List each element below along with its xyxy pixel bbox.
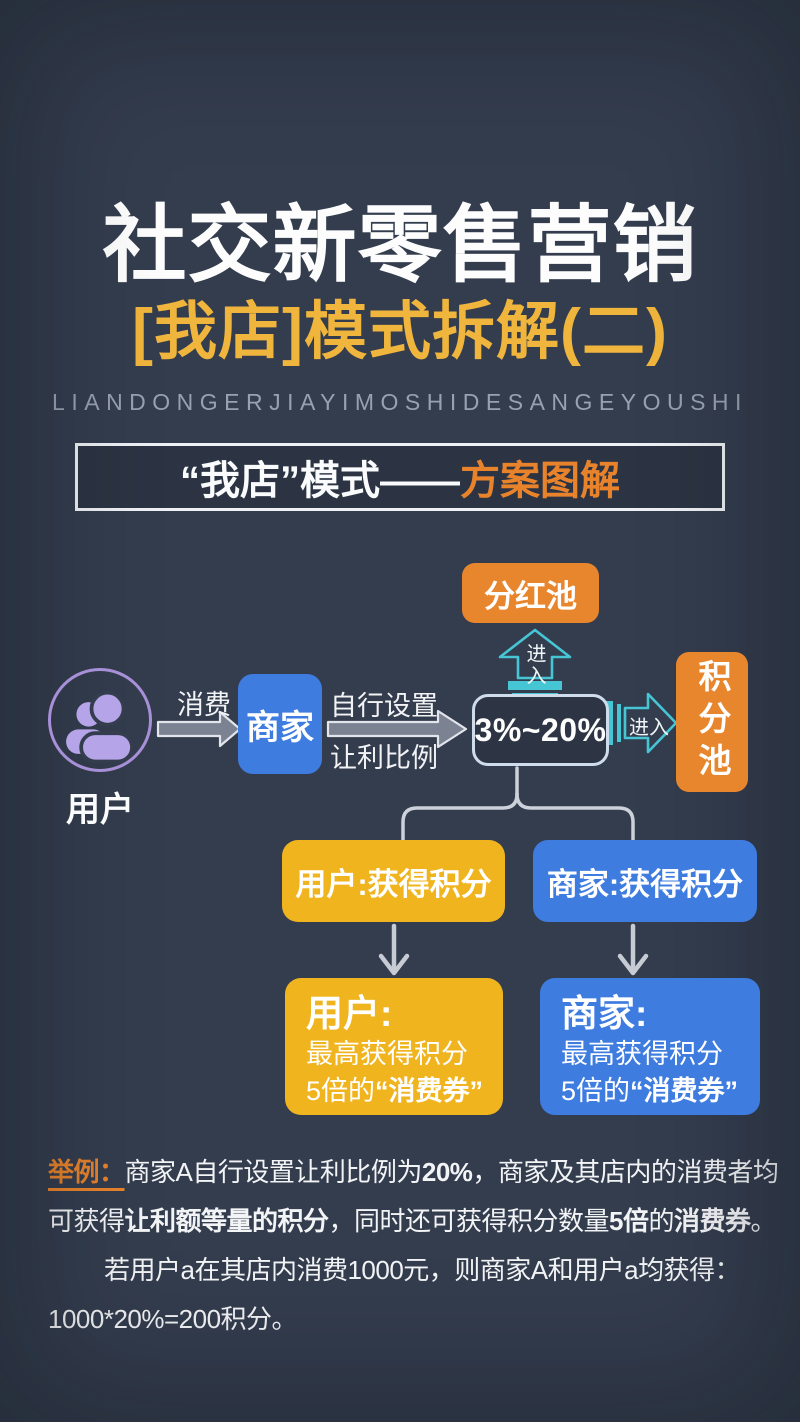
flow-connectors: [156, 628, 678, 976]
pinyin-subtitle: LIANDONGERJIAYIMOSHIDESANGEYOUSHI: [52, 389, 748, 416]
example-paragraph: 举例：商家A自行设置让利比例为20%，商家及其店内的消费者均 可获得让利额等量的…: [48, 1148, 779, 1344]
example-line-2: 可获得让利额等量的积分，同时还可获得积分数量5倍的消费券。: [48, 1206, 777, 1236]
user-points-box: 用户:获得积分: [282, 840, 505, 922]
consume-label: 消费: [177, 690, 231, 720]
merchant-reward-box: 商家: 最高获得积分 5倍的“消费券”: [540, 978, 760, 1115]
user-avatar: [48, 668, 152, 772]
user-reward-box: 用户: 最高获得积分 5倍的“消费券”: [285, 978, 503, 1115]
user-reward-line1: 最高获得积分: [306, 1038, 468, 1069]
merchant-reward-line2: 5倍的“消费券”: [561, 1075, 739, 1106]
percent-range-box: 3%~20%: [472, 694, 609, 766]
example-line-1: 举例：商家A自行设置让利比例为20%，商家及其店内的消费者均: [48, 1157, 779, 1187]
section-header-orange: 方案图解: [460, 459, 620, 503]
dividend-pool-label: 分红池: [484, 578, 577, 614]
example-label: 举例：: [48, 1157, 125, 1187]
merchant-points-box: 商家:获得积分: [533, 840, 757, 922]
example-line-4: 1000*20%=200积分。: [48, 1304, 298, 1334]
user-reward-title: 用户:: [306, 993, 393, 1034]
merchant-reward-line1: 最高获得积分: [561, 1038, 723, 1069]
down-arrow-left-icon: [378, 923, 410, 976]
enter-right-label: 进入: [629, 717, 669, 739]
user-label: 用户: [66, 791, 134, 829]
set-ratio-arrow-icon: [326, 709, 468, 749]
dividend-pool-box: 分红池: [462, 563, 599, 623]
user-points-label: 用户:获得积分: [295, 866, 492, 902]
merchant-label: 商家: [246, 708, 314, 747]
rebate-ratio-label: 让利比例: [330, 743, 438, 773]
down-arrow-right-icon: [617, 923, 649, 976]
points-pool-label: 积分池: [694, 659, 731, 785]
main-title: 社交新零售营销: [102, 198, 698, 292]
sub-title: [我店]模式拆解(二): [132, 297, 668, 368]
user-reward-line2: 5倍的“消费券”: [306, 1075, 484, 1106]
merchant-points-label: 商家:获得积分: [546, 866, 744, 902]
example-line-3: 若用户a在其店内消费1000元，则商家A和用户a均获得：: [104, 1255, 741, 1285]
enter-right-arrow-icon: [606, 692, 678, 754]
points-pool-box: 积分池: [676, 652, 748, 792]
enter-up-label: 进入: [523, 643, 545, 687]
consume-arrow-icon: [156, 710, 242, 748]
branch-connector-lines: [401, 766, 635, 842]
percent-range-label: 3%~20%: [474, 711, 607, 748]
section-header-white: “我店”模式——: [180, 459, 460, 503]
merchant-box: 商家: [238, 674, 322, 774]
merchant-reward-title: 商家:: [561, 993, 648, 1034]
title-block: 社交新零售营销 [我店]模式拆解(二) LIANDONGERJIAYIMOSHI…: [0, 198, 800, 416]
section-header-box: “我店”模式——方案图解: [75, 443, 725, 511]
users-icon: [66, 690, 134, 764]
self-set-label: 自行设置: [330, 691, 438, 721]
